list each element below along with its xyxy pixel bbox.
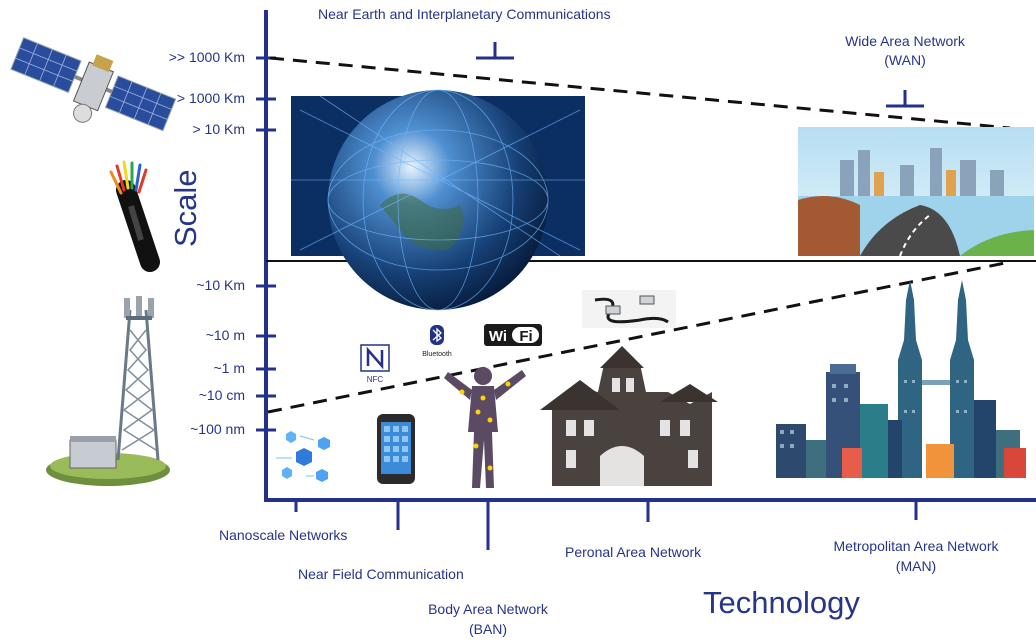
- metropolitan-city-icon: [776, 280, 1026, 478]
- ethernet-cable-icon: [582, 290, 676, 328]
- city-road-image: [798, 127, 1034, 257]
- x-axis-title: Technology: [703, 585, 860, 620]
- y-tick-label: > 1000 Km: [176, 90, 245, 106]
- wifi-wi-label: Wi: [489, 328, 507, 345]
- house-icon: [540, 346, 718, 486]
- satellite-icon: [10, 37, 177, 132]
- y-tick-label: >> 1000 Km: [168, 49, 245, 65]
- human-body-sensors-icon: [444, 367, 526, 488]
- wan-marker: [886, 90, 924, 108]
- nfc-tech-label: Near Field Communication: [298, 566, 464, 582]
- smartphone-icon: [377, 414, 415, 484]
- man-label-line2: (MAN): [895, 558, 937, 574]
- fiber-cable-icon: [109, 160, 160, 272]
- man-label-line1: Metropolitan Area Network: [833, 538, 999, 554]
- interplanetary-label: Near Earth and Interplanetary Communicat…: [318, 6, 611, 22]
- ban-label-line1: Body Area Network: [428, 601, 548, 617]
- y-axis-title: Scale: [168, 169, 203, 247]
- nfc-logo-icon: NFC: [360, 344, 390, 384]
- ban-label-line2: (BAN): [468, 621, 508, 637]
- nanoscale-label: Nanoscale Networks: [219, 527, 348, 543]
- cell-tower-icon: [46, 296, 170, 486]
- y-tick-label: ~100 nm: [190, 421, 245, 437]
- y-tick-label: ~1 m: [213, 360, 245, 376]
- y-tick-label: ~10 m: [205, 327, 245, 343]
- wan-label-line2: (WAN): [884, 52, 926, 68]
- y-tick-label: > 10 Km: [192, 121, 245, 137]
- y-tick-label: ~10 cm: [198, 387, 245, 403]
- y-tick-label: ~10 Km: [196, 277, 245, 293]
- interplanetary-marker: [476, 42, 514, 60]
- bluetooth-logo-icon: Bluetooth: [422, 325, 452, 358]
- pan-label: Peronal Area Network: [565, 544, 702, 560]
- earth-network-image: [291, 89, 585, 311]
- wan-label-line1: Wide Area Network: [845, 33, 965, 49]
- wifi-logo-icon: Wi Fi: [484, 324, 542, 346]
- bluetooth-label: Bluetooth: [422, 351, 452, 358]
- nano-particles-icon: [276, 431, 330, 482]
- lower-dashed-line: [267, 260, 1011, 414]
- wifi-fi-label: Fi: [519, 328, 532, 345]
- nfc-label: NFC: [367, 375, 384, 384]
- upper-dashed-line: [269, 56, 1011, 130]
